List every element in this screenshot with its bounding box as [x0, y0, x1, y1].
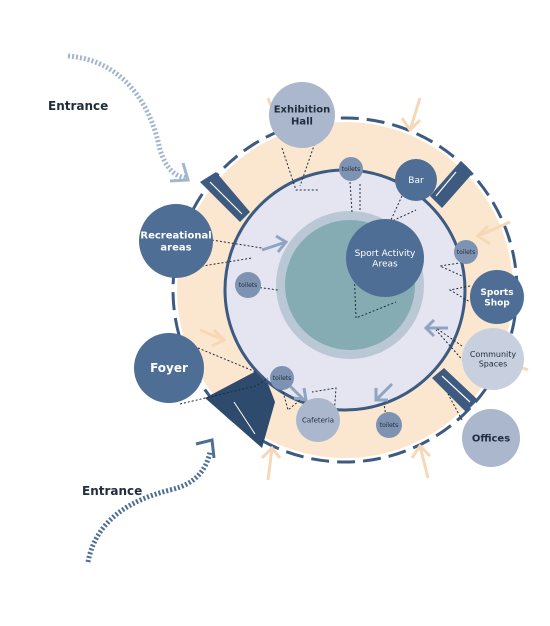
inner-ring-arrows [261, 234, 448, 402]
toilets-top-node [339, 157, 363, 181]
exhibition-label: Exhibition [274, 105, 331, 116]
sport-activity-label: Areas [372, 260, 398, 270]
community-label: Community [470, 350, 517, 359]
exhibition-node [269, 82, 335, 148]
toilets-bottom-label: toilets [380, 422, 399, 429]
foyer-label: Foyer [150, 361, 188, 375]
sports-shop-label: Sports [480, 288, 513, 298]
toilets-left-label: toilets [239, 282, 258, 289]
sport-activity-node [346, 219, 424, 297]
sports-shop-node [470, 270, 524, 324]
toilets-bottom-left-node [270, 366, 294, 390]
entrance-label-bottom: Entrance [82, 484, 143, 498]
recreational-label: areas [160, 243, 191, 254]
cafeteria-node [296, 398, 340, 442]
sport-activity-label: Sport Activity [355, 249, 416, 259]
entrance-wedge-line [233, 401, 256, 435]
foyer-node [134, 333, 204, 403]
toilets-top-label: toilets [342, 166, 361, 173]
entrance-path-top [67, 53, 190, 183]
entrance-path-bottom [85, 438, 216, 563]
toilets-right-node [454, 240, 478, 264]
community-label: Spaces [479, 360, 508, 369]
offices-node [462, 409, 520, 467]
bar-node [395, 159, 437, 201]
toilets-bottom-left-label: toilets [273, 375, 292, 382]
structural-wall-slits [209, 171, 471, 403]
community-node [462, 328, 524, 390]
entrance-label-top: Entrance [48, 99, 109, 113]
cafeteria-label: Cafeteria [302, 416, 334, 424]
exhibition-label: Hall [291, 117, 313, 128]
bar-label: Bar [408, 176, 424, 186]
node-layer: ExhibitionHalltoiletsBarRecreationalarea… [134, 82, 524, 467]
toilets-bottom-node [376, 412, 402, 438]
connection-lines [177, 139, 477, 441]
recreational-label: Recreational [140, 231, 211, 242]
toilets-left-node [235, 272, 261, 298]
toilets-right-label: toilets [457, 249, 476, 256]
sports-shop-label: Shop [484, 299, 510, 309]
entrance-wedge [205, 368, 275, 448]
recreational-node [139, 204, 213, 278]
offices-label: Offices [472, 434, 510, 445]
